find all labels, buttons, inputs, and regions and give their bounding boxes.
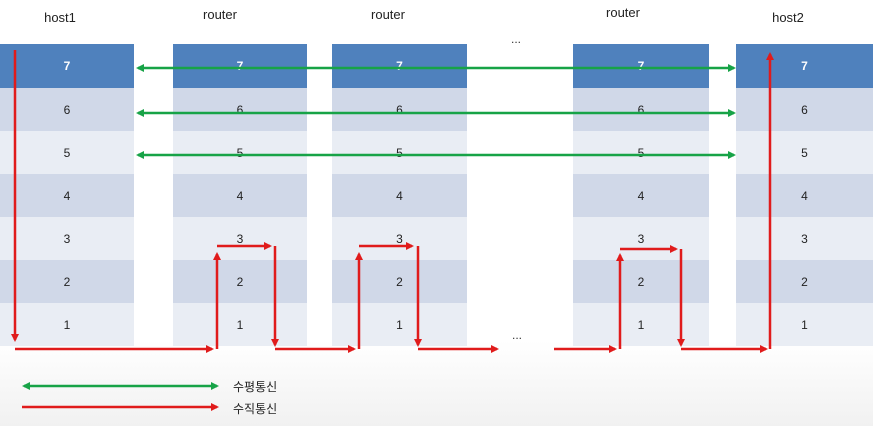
layer-1: 1 — [573, 303, 709, 346]
layer-6: 6 — [736, 88, 873, 131]
layer-3: 3 — [0, 217, 134, 260]
layer-3: 3 — [736, 217, 873, 260]
layer-4: 4 — [573, 174, 709, 217]
layer-5: 5 — [736, 131, 873, 174]
layer-3: 3 — [173, 217, 307, 260]
ellipsis-top: ... — [511, 32, 522, 46]
host1-title: host1 — [44, 10, 76, 25]
router1-title: router — [203, 7, 237, 22]
layer-2: 2 — [332, 260, 467, 303]
layer-4: 4 — [173, 174, 307, 217]
host1-stack: 7 6 5 4 3 2 1 — [0, 44, 134, 346]
layer-5: 5 — [0, 131, 134, 174]
layer-4: 4 — [0, 174, 134, 217]
layer-4: 4 — [736, 174, 873, 217]
layer-3: 3 — [573, 217, 709, 260]
layer-1: 1 — [332, 303, 467, 346]
layer-3: 3 — [332, 217, 467, 260]
layer-7: 7 — [736, 44, 873, 88]
layer-2: 2 — [573, 260, 709, 303]
host2-title: host2 — [772, 10, 804, 25]
layer-7: 7 — [0, 44, 134, 88]
layer-1: 1 — [173, 303, 307, 346]
layer-1: 1 — [0, 303, 134, 346]
layer-1: 1 — [736, 303, 873, 346]
legend-horizontal-label: 수평통신 — [233, 380, 278, 394]
layer-6: 6 — [0, 88, 134, 131]
layer-4: 4 — [332, 174, 467, 217]
legend-vertical-label: 수직통신 — [233, 402, 278, 416]
router3-title: router — [606, 5, 640, 20]
host2-stack: 7 6 5 4 3 2 1 — [736, 44, 873, 346]
layer-2: 2 — [736, 260, 873, 303]
layer-2: 2 — [0, 260, 134, 303]
ellipsis-bottom: ... — [512, 328, 523, 342]
router2-title: router — [371, 7, 405, 22]
layer-2: 2 — [173, 260, 307, 303]
